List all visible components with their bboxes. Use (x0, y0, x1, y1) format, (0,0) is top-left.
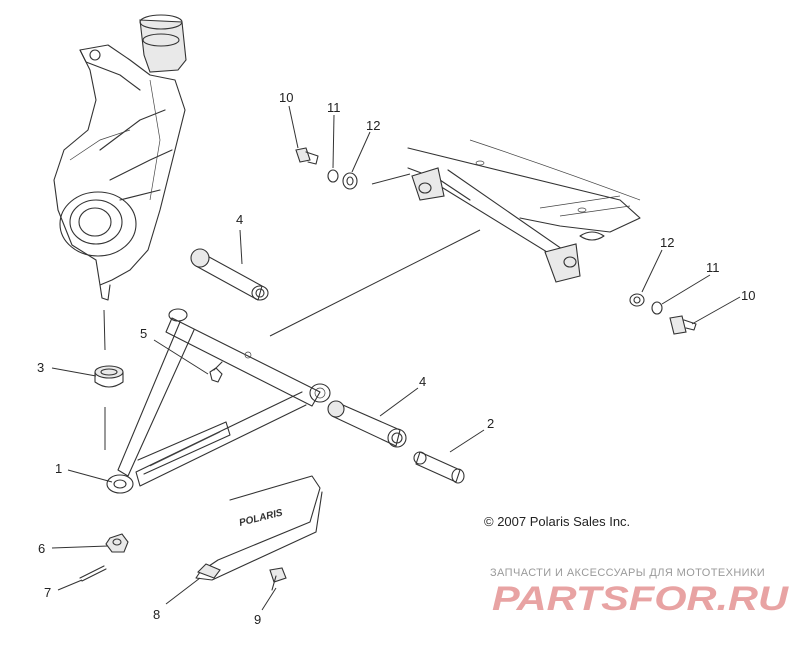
washer-11-upper (327, 169, 339, 183)
callout-11-upper: 11 (327, 100, 341, 115)
copyright-notice: © 2007 Polaris Sales Inc. (484, 514, 631, 529)
callout-12-upper: 12 (366, 118, 381, 133)
spacer-tube-2 (413, 451, 465, 484)
grease-fitting-5 (209, 361, 223, 383)
callout-6: 6 (38, 541, 46, 556)
watermark-logo-text: PARTSFOR.RU (492, 580, 790, 618)
screw-9 (269, 567, 287, 591)
skid-plate: POLARIS (195, 475, 323, 581)
callout-2: 2 (487, 416, 495, 431)
callout-10-upper: 10 (279, 90, 294, 105)
callout-12-lower: 12 (660, 235, 675, 250)
frame-crossmember (407, 139, 641, 283)
a-arm (106, 308, 331, 494)
watermark-tagline: ЗАПЧАСТИ И АКСЕССУАРЫ ДЛЯ МОТОТЕХНИКИ (490, 567, 766, 579)
callout-11-lower: 11 (706, 260, 720, 275)
spindle-knuckle (53, 14, 187, 301)
washer-12-lower (629, 293, 645, 307)
callout-8: 8 (153, 607, 161, 622)
nut-6 (105, 533, 129, 553)
callout-4-lower: 4 (419, 374, 427, 389)
cotter-pin-7 (79, 565, 107, 582)
bolt-10-upper (295, 147, 319, 165)
callout-7: 7 (44, 585, 52, 600)
bushing-sleeve-lower (327, 400, 407, 448)
callout-1: 1 (55, 461, 63, 476)
callout-4-upper: 4 (236, 212, 244, 227)
polaris-logo-text: POLARIS (238, 507, 284, 529)
callout-9: 9 (254, 612, 262, 627)
callout-5: 5 (140, 326, 148, 341)
bushing-sleeve-upper (190, 248, 269, 301)
bolt-10-lower (669, 315, 697, 335)
callout-10-lower: 10 (741, 288, 756, 303)
bushing-3 (94, 365, 124, 388)
callout-3: 3 (37, 360, 45, 375)
washer-11-lower (651, 301, 663, 315)
watermark-logo: PARTSFOR.RU (492, 580, 790, 618)
washer-12-upper (342, 172, 358, 190)
